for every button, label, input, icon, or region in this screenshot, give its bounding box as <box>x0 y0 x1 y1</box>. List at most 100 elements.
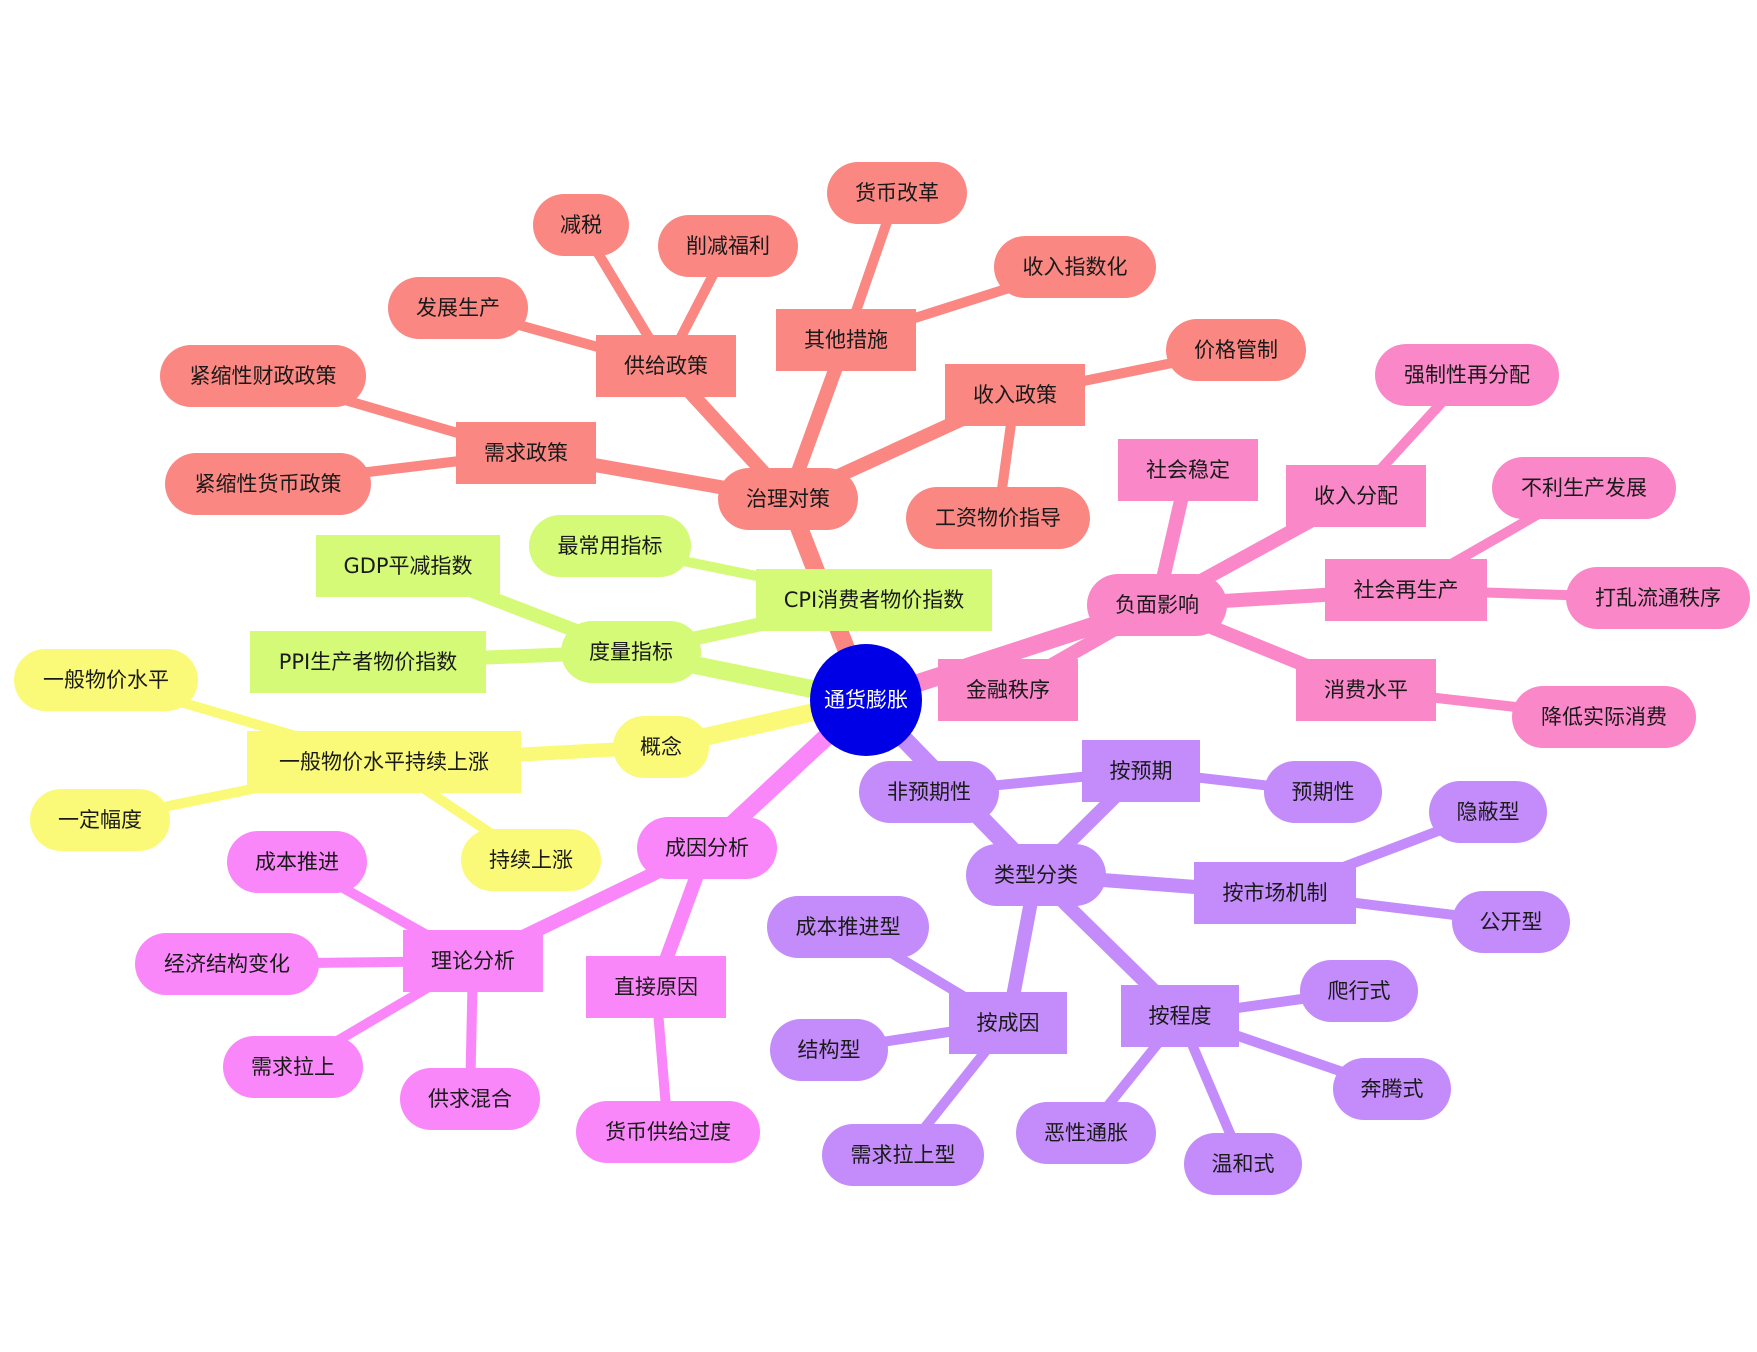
node-label-gov: 治理对策 <box>746 487 830 511</box>
node-con[interactable]: 概念 <box>613 716 709 778</box>
node-gov-o2[interactable]: 收入指数化 <box>994 236 1156 298</box>
node-meas-c1[interactable]: 最常用指标 <box>529 515 691 577</box>
node-con-def[interactable]: 一般物价水平持续上涨 <box>247 731 521 793</box>
node-label-gov-d2: 紧缩性货币政策 <box>195 472 342 496</box>
node-label-neg-repro: 社会再生产 <box>1354 578 1459 602</box>
node-type-m1[interactable]: 隐蔽型 <box>1429 781 1547 843</box>
node-label-gov-s2: 减税 <box>560 213 602 237</box>
node-cause-theory[interactable]: 理论分析 <box>403 930 543 992</box>
node-type-g3[interactable]: 温和式 <box>1184 1133 1302 1195</box>
node-gov-d1[interactable]: 紧缩性财政政策 <box>160 345 366 407</box>
node-root[interactable]: 通货膨胀 <box>810 644 922 756</box>
node-neg-c1[interactable]: 降低实际消费 <box>1512 686 1696 748</box>
node-type-g4[interactable]: 恶性通胀 <box>1016 1102 1156 1164</box>
node-neg[interactable]: 负面影响 <box>1087 574 1227 636</box>
node-type-mkt[interactable]: 按市场机制 <box>1194 862 1356 924</box>
node-type-c2[interactable]: 结构型 <box>770 1019 888 1081</box>
node-label-neg-r1: 不利生产发展 <box>1521 476 1647 500</box>
node-shape-type <box>966 844 1106 906</box>
node-shape-type-deg <box>1121 985 1239 1047</box>
node-gov-other[interactable]: 其他措施 <box>776 309 916 371</box>
node-neg-stable[interactable]: 社会稳定 <box>1118 439 1258 501</box>
node-con-d2[interactable]: 一定幅度 <box>30 789 170 851</box>
node-neg-r1[interactable]: 不利生产发展 <box>1492 457 1676 519</box>
node-label-type-c2: 结构型 <box>798 1038 861 1062</box>
node-type-e2[interactable]: 预期性 <box>1264 761 1382 823</box>
node-label-gov-s3: 削减福利 <box>686 234 770 258</box>
node-con-d3[interactable]: 持续上涨 <box>461 829 601 891</box>
node-label-type-e1: 非预期性 <box>887 780 971 804</box>
node-type[interactable]: 类型分类 <box>966 844 1106 906</box>
node-shape-type-g4 <box>1016 1102 1156 1164</box>
node-neg-in1[interactable]: 强制性再分配 <box>1375 344 1559 406</box>
node-shape-cause-direct <box>586 956 726 1018</box>
node-type-g2[interactable]: 奔腾式 <box>1333 1058 1451 1120</box>
node-meas[interactable]: 度量指标 <box>561 621 701 683</box>
node-cause-t1[interactable]: 成本推进 <box>227 831 367 893</box>
node-shape-neg <box>1087 574 1227 636</box>
node-shape-cause-t2 <box>135 933 319 995</box>
node-gov[interactable]: 治理对策 <box>718 468 858 530</box>
node-gov-income[interactable]: 收入政策 <box>945 364 1085 426</box>
node-gov-s1[interactable]: 发展生产 <box>388 277 528 339</box>
node-type-deg[interactable]: 按程度 <box>1121 985 1239 1047</box>
node-shape-gov-o1 <box>827 162 967 224</box>
node-shape-neg-r2 <box>1566 567 1750 629</box>
node-label-gov-s1: 发展生产 <box>416 296 500 320</box>
node-label-type-exp: 按预期 <box>1110 759 1173 783</box>
node-label-meas: 度量指标 <box>589 640 673 664</box>
node-shape-cause-t4 <box>400 1068 540 1130</box>
node-shape-gov-s2 <box>533 194 629 256</box>
node-type-cause[interactable]: 按成因 <box>949 992 1067 1054</box>
node-con-d1[interactable]: 一般物价水平 <box>14 649 198 711</box>
node-cause[interactable]: 成因分析 <box>637 817 777 879</box>
node-gov-s2[interactable]: 减税 <box>533 194 629 256</box>
node-shape-root <box>810 644 922 756</box>
node-gov-i2[interactable]: 工资物价指导 <box>906 487 1090 549</box>
node-neg-fin[interactable]: 金融秩序 <box>938 659 1078 721</box>
node-label-meas-ppi: PPI生产者物价指数 <box>279 650 458 674</box>
node-type-c1[interactable]: 成本推进型 <box>767 896 929 958</box>
node-gov-i1[interactable]: 价格管制 <box>1166 319 1306 381</box>
node-cause-r1[interactable]: 货币供给过度 <box>576 1101 760 1163</box>
node-label-meas-cpi: CPI消费者物价指数 <box>784 588 965 612</box>
node-label-neg: 负面影响 <box>1115 593 1199 617</box>
node-shape-neg-income <box>1286 465 1426 527</box>
node-meas-gdp[interactable]: GDP平减指数 <box>316 535 500 597</box>
node-label-cause-t1: 成本推进 <box>255 850 339 874</box>
node-gov-s3[interactable]: 削减福利 <box>658 215 798 277</box>
node-cause-t2[interactable]: 经济结构变化 <box>135 933 319 995</box>
node-gov-o1[interactable]: 货币改革 <box>827 162 967 224</box>
node-neg-income[interactable]: 收入分配 <box>1286 465 1426 527</box>
node-label-con: 概念 <box>640 735 682 759</box>
node-type-exp[interactable]: 按预期 <box>1082 740 1200 802</box>
node-meas-ppi[interactable]: PPI生产者物价指数 <box>250 631 486 693</box>
node-cause-direct[interactable]: 直接原因 <box>586 956 726 1018</box>
node-gov-demand[interactable]: 需求政策 <box>456 422 596 484</box>
node-neg-cons[interactable]: 消费水平 <box>1296 659 1436 721</box>
node-gov-d2[interactable]: 紧缩性货币政策 <box>165 453 371 515</box>
node-label-cause-t3: 需求拉上 <box>251 1055 335 1079</box>
node-shape-cause-t3 <box>223 1036 363 1098</box>
node-shape-type-e2 <box>1264 761 1382 823</box>
node-meas-cpi[interactable]: CPI消费者物价指数 <box>756 569 992 631</box>
node-cause-t3[interactable]: 需求拉上 <box>223 1036 363 1098</box>
node-type-m2[interactable]: 公开型 <box>1452 891 1570 953</box>
node-shape-type-exp <box>1082 740 1200 802</box>
node-type-c3[interactable]: 需求拉上型 <box>822 1124 984 1186</box>
node-type-e1[interactable]: 非预期性 <box>859 761 999 823</box>
node-shape-type-c2 <box>770 1019 888 1081</box>
node-neg-r2[interactable]: 打乱流通秩序 <box>1566 567 1750 629</box>
node-label-cause-direct: 直接原因 <box>614 975 698 999</box>
node-neg-repro[interactable]: 社会再生产 <box>1325 559 1487 621</box>
node-gov-supply[interactable]: 供给政策 <box>596 335 736 397</box>
node-label-cause-t4: 供求混合 <box>428 1087 512 1111</box>
node-type-g1[interactable]: 爬行式 <box>1300 960 1418 1022</box>
node-label-cause-r1: 货币供给过度 <box>605 1120 731 1144</box>
node-label-type-c3: 需求拉上型 <box>851 1143 956 1167</box>
node-cause-t4[interactable]: 供求混合 <box>400 1068 540 1130</box>
node-shape-gov-income <box>945 364 1085 426</box>
node-shape-cause-t1 <box>227 831 367 893</box>
node-label-type-g1: 爬行式 <box>1328 979 1391 1003</box>
